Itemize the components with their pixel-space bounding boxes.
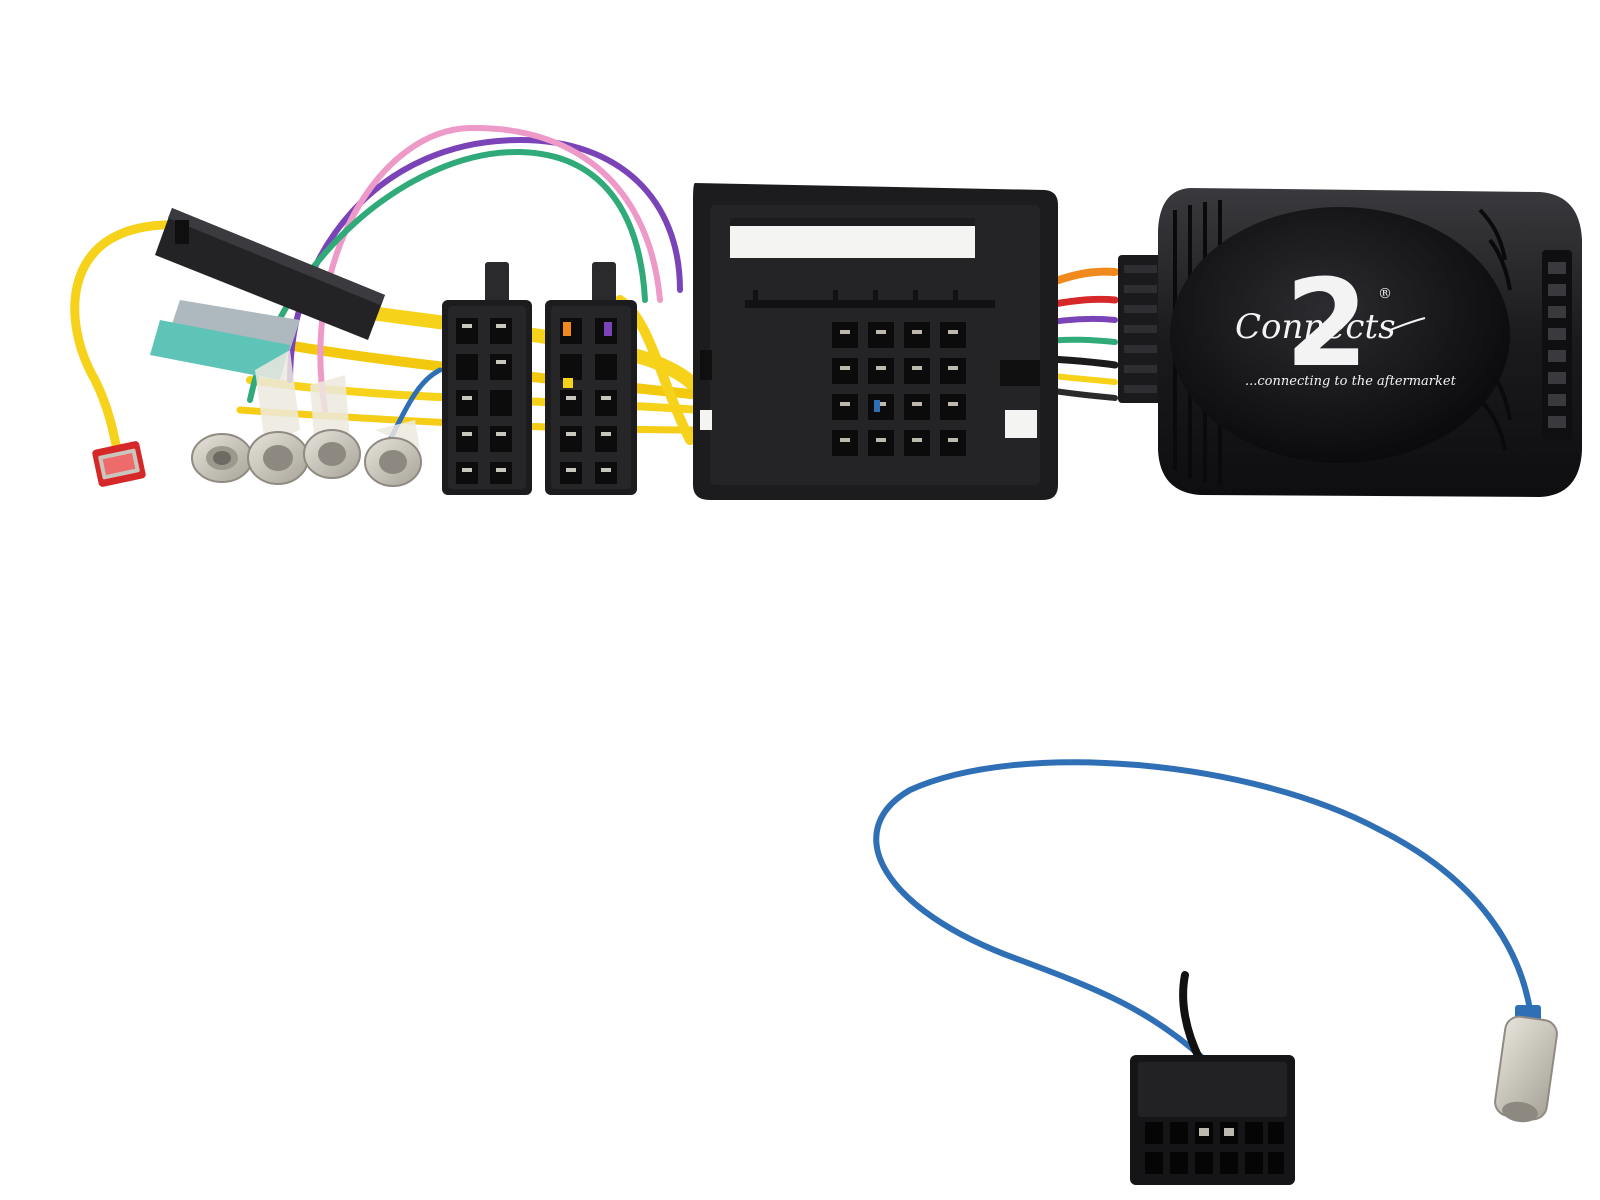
red-spade-terminal [92,441,146,487]
brand-script: Connects [1235,307,1396,347]
antenna-lead-wire [873,759,1533,1063]
interface-module: 2 Connects ® ...connecting to the afterm… [1118,188,1582,497]
twelve-pin-plug [1130,1055,1295,1185]
bullet-terminal-1 [191,433,253,483]
black-lead-wire [1179,971,1204,1064]
brand-tagline: ...connecting to the aftermarket [1245,374,1457,389]
iso-connector-right [545,262,637,495]
inline-adapter-block [150,208,385,380]
bullet-terminal-3 [303,375,361,479]
brand-numeral: 2 [1285,255,1369,394]
registered-mark: ® [1378,286,1392,302]
brand-swoosh [1389,317,1426,331]
bullet-terminal-2 [247,350,309,485]
antenna-plug [1494,1005,1558,1123]
quadlock-connector [693,183,1058,500]
yellow-wire-loop [70,220,185,460]
logo-disc [1170,207,1510,463]
bullet-terminal-4 [364,420,422,487]
iso-connector-left [442,262,532,495]
